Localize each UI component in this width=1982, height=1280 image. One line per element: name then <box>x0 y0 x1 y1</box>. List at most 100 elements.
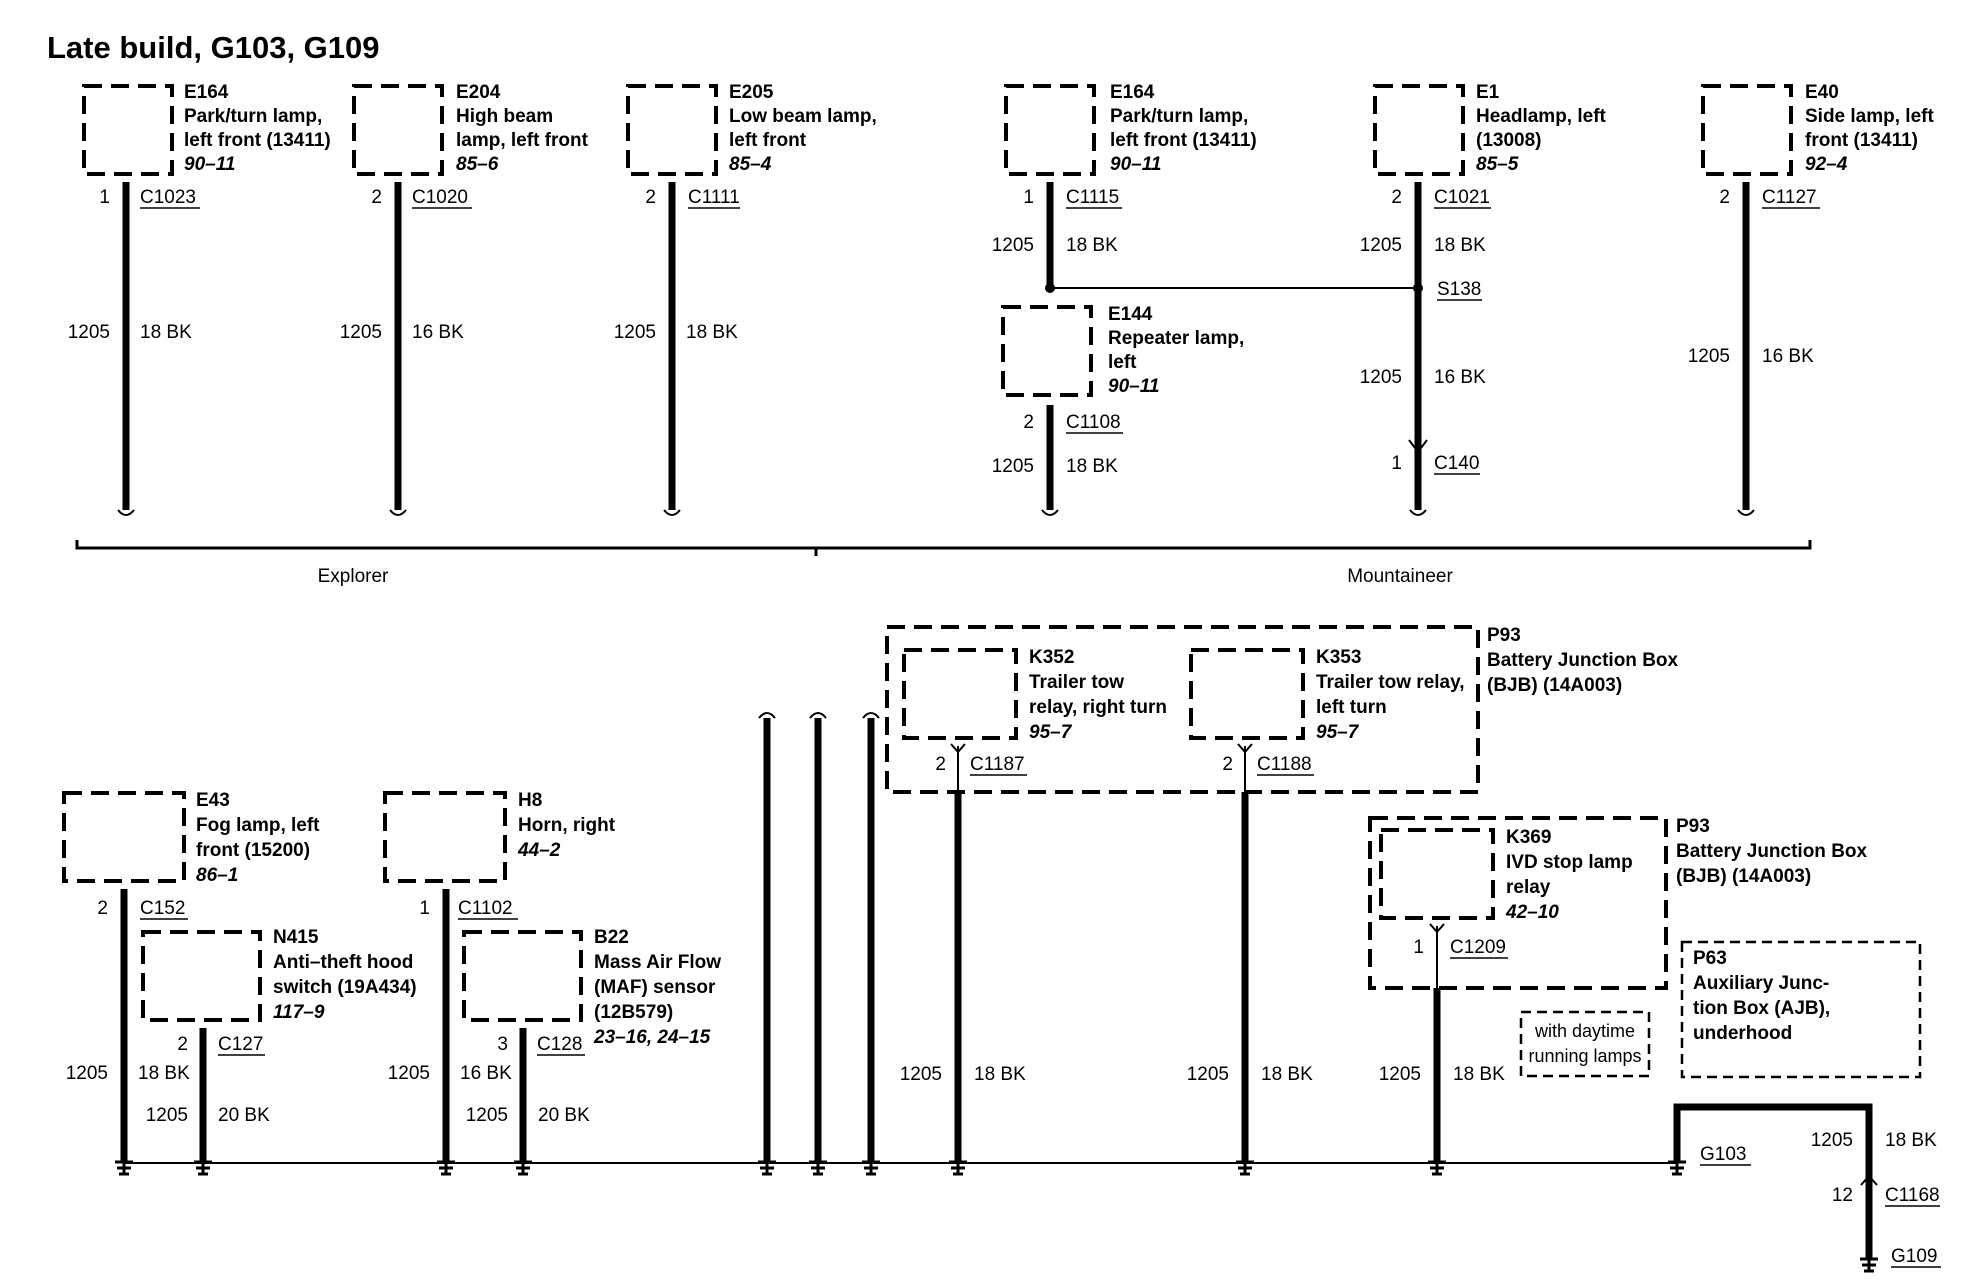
wire-spec: 18 BK <box>140 322 192 343</box>
component-desc-2: relay, right turn <box>1029 697 1167 718</box>
wire-spec: 16 BK <box>412 322 464 343</box>
wire-spec: 16 BK <box>460 1063 512 1084</box>
wire-spec: 18 BK <box>1434 235 1486 256</box>
connector-name: C1168 <box>1885 1185 1940 1206</box>
component-desc-2: (BJB) (14A003) <box>1487 675 1622 696</box>
inline-connector-symbol <box>1408 439 1428 454</box>
component-box <box>1368 816 1668 990</box>
wire-spec: 16 BK <box>1434 367 1486 388</box>
component-box <box>902 648 1018 740</box>
connector-c1021: 2 C1021 <box>1391 187 1491 209</box>
component-desc-1: Mass Air Flow <box>594 952 721 973</box>
component-k369: K369 IVD stop lamp relay 42–10 <box>1379 827 1633 923</box>
component-box <box>462 930 583 1022</box>
connector-pin: 2 <box>645 187 656 208</box>
component-box <box>1379 828 1495 920</box>
wire-spec: 18 BK <box>974 1064 1026 1085</box>
wire-circuit: 1205 <box>340 322 382 343</box>
component-desc-2: front (13411) <box>1805 130 1918 151</box>
wire-circuit: 1205 <box>1187 1064 1229 1085</box>
connector-name: C1127 <box>1762 187 1817 208</box>
component-desc-2: (13008) <box>1476 130 1542 151</box>
component-desc-1: Side lamp, left <box>1805 106 1934 127</box>
connector-pin: 3 <box>497 1034 508 1055</box>
component-desc-2: tion Box (AJB), <box>1693 998 1830 1019</box>
component-ref: 42–10 <box>1505 902 1559 923</box>
component-ref: 90–11 <box>1110 154 1161 175</box>
connector-pin: 1 <box>1023 187 1034 208</box>
component-id: E144 <box>1108 304 1153 325</box>
connector-pin: 2 <box>1222 754 1233 775</box>
component-desc-2: front (15200) <box>196 840 310 861</box>
connector-pin: 2 <box>177 1034 188 1055</box>
component-ref: 23–16, 24–15 <box>593 1027 711 1048</box>
component-desc-2: left front (13411) <box>1110 130 1257 151</box>
variant-note-box <box>1519 1010 1651 1078</box>
wire-spec: 18 BK <box>1066 456 1118 477</box>
wire-spec: 18 BK <box>686 322 738 343</box>
component-desc-1: Park/turn lamp, <box>184 106 322 127</box>
component-desc-1: Park/turn lamp, <box>1110 106 1248 127</box>
continuation-wires <box>758 712 880 1163</box>
component-id: K369 <box>1506 827 1551 848</box>
connector-name: C1115 <box>1066 187 1119 208</box>
wire-circuit: 1205 <box>1360 235 1402 256</box>
connector-name: C1209 <box>1450 937 1506 958</box>
wire-circuit: 1205 <box>992 456 1034 477</box>
component-box <box>1373 84 1465 176</box>
variant-note-drl: with daytime running lamps <box>1519 1010 1651 1078</box>
wire-circuit: 1205 <box>614 322 656 343</box>
ground-name: G109 <box>1891 1246 1937 1267</box>
component-ref: 85–4 <box>729 154 772 175</box>
component-ref: 86–1 <box>196 865 238 886</box>
component-ref: 90–11 <box>1108 376 1159 397</box>
inline-connector-symbol <box>1860 1174 1878 1186</box>
connector-c127: 2 C127 <box>177 1034 265 1056</box>
component-id: E40 <box>1805 82 1839 103</box>
connector-pin: 2 <box>1719 187 1730 208</box>
ground-g103: G103 <box>1700 1144 1751 1166</box>
pin-symbol <box>1429 923 1445 934</box>
component-desc-1: Anti–theft hood <box>273 952 413 973</box>
component-e164-mountaineer: E164 Park/turn lamp, left front (13411) … <box>1004 82 1257 176</box>
wire-spec: 20 BK <box>218 1105 270 1126</box>
component-box <box>62 791 186 883</box>
connector-name: C1108 <box>1066 412 1121 433</box>
splice-dot <box>1045 283 1055 293</box>
connector-name: C1102 <box>458 898 513 919</box>
component-box <box>141 930 262 1022</box>
connector-c1023: 1 C1023 <box>99 187 200 209</box>
component-box <box>82 84 174 176</box>
component-desc-2: (MAF) sensor <box>594 977 716 998</box>
connector-name: C128 <box>537 1034 582 1055</box>
component-desc-1: Low beam lamp, <box>729 106 877 127</box>
connector-c1111: 2 C1111 <box>645 187 740 209</box>
component-p93-upper: P93 Battery Junction Box (BJB) (14A003) <box>885 625 1679 794</box>
connector-name: C1187 <box>970 754 1025 775</box>
component-id: H8 <box>518 790 542 811</box>
wire-spec: 20 BK <box>538 1105 590 1126</box>
wire-spec: 18 BK <box>138 1063 190 1084</box>
ground-g109: G109 <box>1891 1246 1941 1268</box>
group-bracket <box>75 540 1812 550</box>
component-ref: 117–9 <box>273 1002 325 1023</box>
connector-c1188: 2 C1188 <box>1222 754 1314 776</box>
connector-c1102: 1 C1102 <box>419 898 518 920</box>
connector-c152: 2 C152 <box>97 898 188 920</box>
component-k352: K352 Trailer tow relay, right turn 95–7 <box>902 647 1167 743</box>
diagram-title: Late build, G103, G109 <box>47 30 380 65</box>
ground-name: G103 <box>1700 1144 1746 1165</box>
component-desc-1: Auxiliary Junc- <box>1693 973 1829 994</box>
wire-break-marks <box>117 509 1755 516</box>
component-ref: 44–2 <box>517 840 561 861</box>
component-id: E164 <box>184 82 229 103</box>
component-e164-explorer: E164 Park/turn lamp, left front (13411) … <box>82 82 331 176</box>
component-box <box>1189 648 1305 740</box>
component-id: E205 <box>729 82 774 103</box>
variant-note-line-1: with daytime <box>1534 1021 1635 1041</box>
wire-circuit: 1205 <box>466 1105 508 1126</box>
component-e43: E43 Fog lamp, left front (15200) 86–1 <box>62 790 320 886</box>
connector-pin: 1 <box>99 187 110 208</box>
wire-circuit: 1205 <box>992 235 1034 256</box>
connector-pin: 1 <box>1413 937 1424 958</box>
